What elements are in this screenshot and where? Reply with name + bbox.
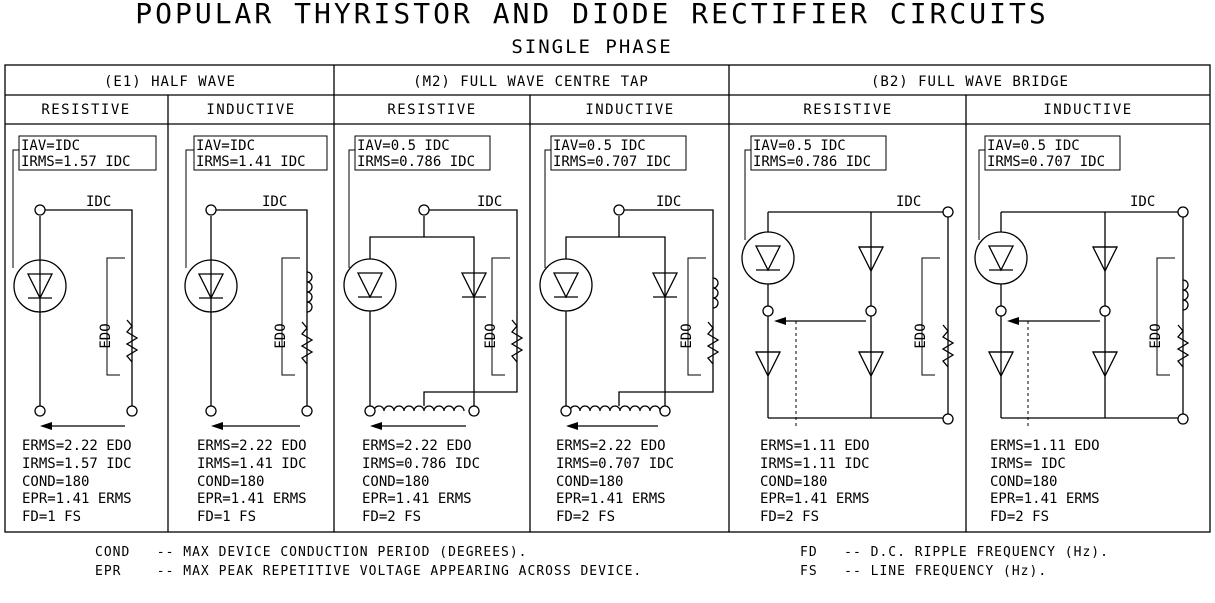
- formula-cond: COND=180: [362, 474, 429, 490]
- formula-erms: ERMS=2.22 EDO: [362, 438, 472, 454]
- idc-label: IDC: [477, 194, 502, 210]
- formula-cond: COND=180: [197, 474, 264, 490]
- page-subtitle: SINGLE PHASE: [511, 36, 672, 58]
- edo-label: EDO: [679, 323, 695, 348]
- circuit-e1-inductive: IAV=IDC IRMS=1.41 IDC EDO IDC ERMS=2.22 …: [184, 135, 328, 525]
- iav-label: IAV=0.5 IDC: [753, 138, 846, 154]
- formula-irms: IRMS= IDC: [990, 456, 1066, 472]
- formulas: ERMS=1.11 EDO IRMS= IDC COND=180 EPR=1.4…: [990, 438, 1100, 525]
- formulas: ERMS=2.22 EDO IRMS=0.786 IDC COND=180 EP…: [362, 438, 480, 525]
- subheader-m2-inductive: INDUCTIVE: [585, 102, 674, 118]
- formula-epr: EPR=1.41 ERMS: [990, 491, 1100, 507]
- formula-fd: FD=1 FS: [197, 509, 256, 525]
- irms-box-label: IRMS=0.786 IDC: [753, 154, 871, 170]
- irms-box-label: IRMS=1.57 IDC: [21, 154, 131, 170]
- group-header-bridge: (B2) FULL WAVE BRIDGE: [871, 74, 1069, 90]
- table-grid: [4, 64, 1211, 533]
- formula-cond: COND=180: [22, 474, 89, 490]
- idc-label: IDC: [262, 194, 287, 210]
- formula-cond: COND=180: [990, 474, 1057, 490]
- subheader-b2-resistive: RESISTIVE: [803, 102, 892, 118]
- idc-label: IDC: [896, 194, 921, 210]
- formula-fd: FD=2 FS: [362, 509, 421, 525]
- note-fd: FD -- D.C. RIPPLE FREQUENCY (Hz).: [800, 545, 1109, 560]
- formula-erms: ERMS=2.22 EDO: [197, 438, 307, 454]
- formula-fd: FD=2 FS: [990, 509, 1049, 525]
- irms-box-label: IRMS=1.41 IDC: [196, 154, 306, 170]
- formula-fd: FD=2 FS: [760, 509, 819, 525]
- formula-irms: IRMS=1.11 IDC: [760, 456, 870, 472]
- iav-label: IAV=IDC: [21, 138, 80, 154]
- idc-label: IDC: [1130, 194, 1155, 210]
- circuit-m2-inductive: IAV=0.5 IDC IRMS=0.707 IDC EDO IDC ERMS=…: [539, 135, 720, 525]
- edo-label: EDO: [273, 323, 289, 348]
- formulas: ERMS=2.22 EDO IRMS=1.41 IDC COND=180 EPR…: [197, 438, 307, 525]
- legend-notes: COND -- MAX DEVICE CONDUCTION PERIOD (DE…: [95, 545, 1109, 579]
- subheader-m2-resistive: RESISTIVE: [387, 102, 476, 118]
- page-title: POPULAR THYRISTOR AND DIODE RECTIFIER CI…: [135, 0, 1048, 30]
- edo-label: EDO: [913, 323, 929, 348]
- formula-erms: ERMS=1.11 EDO: [990, 438, 1100, 454]
- subheader-e1-resistive: RESISTIVE: [41, 102, 130, 118]
- circuit-b2-resistive: IAV=0.5 IDC IRMS=0.786 IDC EDO IDC ERMS=…: [741, 135, 955, 525]
- formula-cond: COND=180: [760, 474, 827, 490]
- formulas: ERMS=2.22 EDO IRMS=0.707 IDC COND=180 EP…: [556, 438, 674, 525]
- formula-fd: FD=2 FS: [556, 509, 615, 525]
- formula-erms: ERMS=2.22 EDO: [22, 438, 132, 454]
- idc-label: IDC: [86, 194, 111, 210]
- iav-label: IAV=0.5 IDC: [987, 138, 1080, 154]
- idc-label: IDC: [656, 194, 681, 210]
- irms-box-label: IRMS=0.786 IDC: [357, 154, 475, 170]
- iav-label: IAV=IDC: [196, 138, 255, 154]
- formula-cond: COND=180: [556, 474, 623, 490]
- irms-box-label: IRMS=0.707 IDC: [987, 154, 1105, 170]
- edo-label: EDO: [483, 323, 499, 348]
- edo-label: EDO: [1148, 323, 1164, 348]
- formulas: ERMS=2.22 EDO IRMS=1.57 IDC COND=180 EPR…: [22, 438, 132, 525]
- formula-irms: IRMS=1.57 IDC: [22, 456, 132, 472]
- formula-epr: EPR=1.41 ERMS: [197, 491, 307, 507]
- formulas: ERMS=1.11 EDO IRMS=1.11 IDC COND=180 EPR…: [760, 438, 870, 525]
- formula-epr: EPR=1.41 ERMS: [760, 491, 870, 507]
- formula-irms: IRMS=0.707 IDC: [556, 456, 674, 472]
- formula-erms: ERMS=2.22 EDO: [556, 438, 666, 454]
- note-fs: FS -- LINE FREQUENCY (Hz).: [800, 564, 1047, 579]
- note-epr: EPR -- MAX PEAK REPETITIVE VOLTAGE APPEA…: [95, 564, 642, 579]
- iav-label: IAV=0.5 IDC: [357, 138, 450, 154]
- formula-irms: IRMS=0.786 IDC: [362, 456, 480, 472]
- circuit-b2-inductive: IAV=0.5 IDC IRMS=0.707 IDC EDO IDC ERMS=…: [974, 135, 1190, 525]
- edo-label: EDO: [98, 323, 114, 348]
- formula-epr: EPR=1.41 ERMS: [362, 491, 472, 507]
- group-header-half-wave: (E1) HALF WAVE: [104, 74, 236, 90]
- note-cond: COND -- MAX DEVICE CONDUCTION PERIOD (DE…: [95, 545, 528, 560]
- subheader-e1-inductive: INDUCTIVE: [206, 102, 295, 118]
- formula-fd: FD=1 FS: [22, 509, 81, 525]
- subheader-b2-inductive: INDUCTIVE: [1043, 102, 1132, 118]
- circuit-e1-resistive: IAV=IDC IRMS=1.57 IDC EDO IDC ERMS=2.22 …: [12, 135, 157, 525]
- group-header-centre-tap: (M2) FULL WAVE CENTRE TAP: [413, 74, 649, 90]
- formula-irms: IRMS=1.41 IDC: [197, 456, 307, 472]
- circuit-m2-resistive: IAV=0.5 IDC IRMS=0.786 IDC EDO IDC ERMS=…: [343, 135, 524, 525]
- formula-erms: ERMS=1.11 EDO: [760, 438, 870, 454]
- irms-box-label: IRMS=0.707 IDC: [553, 154, 671, 170]
- formula-epr: EPR=1.41 ERMS: [22, 491, 132, 507]
- iav-label: IAV=0.5 IDC: [553, 138, 646, 154]
- formula-epr: EPR=1.41 ERMS: [556, 491, 666, 507]
